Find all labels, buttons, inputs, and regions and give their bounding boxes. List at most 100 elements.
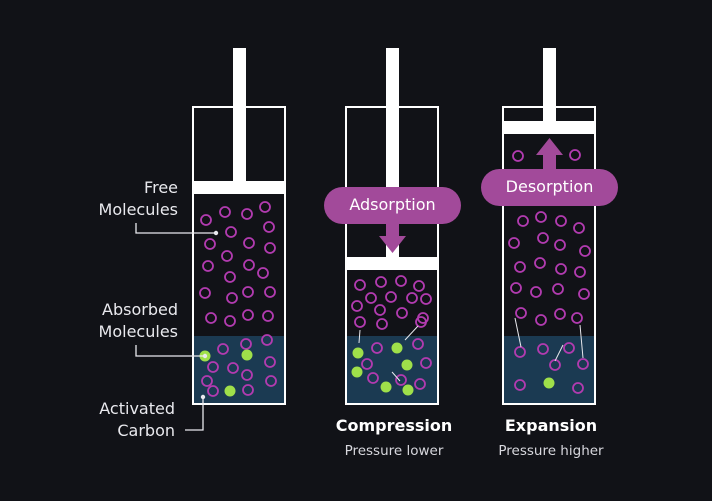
molecule	[578, 288, 590, 300]
piston-head	[193, 181, 286, 194]
adsorbed-molecules	[199, 334, 277, 397]
molecule	[563, 342, 575, 354]
arrow-up-icon	[536, 138, 563, 173]
molecule	[552, 283, 564, 295]
molecule	[534, 257, 546, 269]
adsorbed-molecule	[224, 385, 236, 397]
absorbed-molecules-leader	[135, 345, 205, 357]
molecule	[579, 245, 591, 257]
molecule	[361, 358, 373, 370]
piston-rod	[233, 48, 246, 181]
molecule	[555, 263, 567, 275]
molecule	[261, 334, 273, 346]
free-label-line2: Molecules	[98, 200, 178, 219]
molecule	[554, 239, 566, 251]
compression-title: Compression	[335, 416, 453, 435]
movement-arrow	[404, 325, 419, 341]
molecule	[510, 282, 522, 294]
molecule	[264, 356, 276, 368]
label-absorbed-molecules: Absorbed Molecules	[60, 299, 178, 343]
movement-arrow	[554, 344, 564, 362]
label-free-molecules: Free Molecules	[60, 177, 178, 221]
molecule	[242, 286, 254, 298]
movement-arrow	[358, 329, 361, 344]
movement-arrow	[514, 317, 522, 348]
adsorbed-molecule	[380, 381, 392, 393]
label-leaders	[135, 223, 219, 431]
movement-arrow	[579, 324, 584, 359]
molecule	[202, 260, 214, 272]
molecule	[240, 338, 252, 350]
molecule	[200, 214, 212, 226]
free-molecules-leader	[135, 223, 216, 234]
carbon-leader	[185, 397, 204, 431]
molecule	[415, 316, 427, 328]
movement-arrow	[391, 371, 401, 382]
molecule	[414, 378, 426, 390]
molecule	[367, 372, 379, 384]
molecule	[227, 362, 239, 374]
molecule	[219, 206, 231, 218]
adsorbed-molecule	[391, 342, 403, 354]
adsorbed-molecule	[241, 349, 253, 361]
molecule	[577, 358, 589, 370]
molecule	[264, 242, 276, 254]
free-molecules	[508, 149, 591, 326]
molecule	[242, 309, 254, 321]
molecule	[224, 271, 236, 283]
molecule	[265, 375, 277, 387]
piston-head	[503, 121, 596, 134]
molecule	[514, 346, 526, 358]
molecule	[535, 314, 547, 326]
adsorbed-molecule	[402, 384, 414, 396]
adsorption-pill	[324, 187, 461, 224]
molecule	[243, 237, 255, 249]
molecule	[376, 318, 388, 330]
molecule	[207, 385, 219, 397]
absorbed-label-line2: Molecules	[98, 322, 178, 341]
compression-subtitle: Pressure lower	[344, 443, 444, 459]
adsorbed-molecules	[351, 316, 432, 396]
absorbed-label-line1: Absorbed	[102, 300, 178, 319]
adsorbed-molecule	[352, 347, 364, 359]
molecule	[371, 342, 383, 354]
molecule	[395, 374, 407, 386]
molecule	[554, 308, 566, 320]
piston-head	[346, 257, 439, 270]
cylinder-compression	[324, 48, 461, 405]
carbon-label-line1: Activated	[99, 399, 175, 418]
molecule	[535, 211, 547, 223]
molecule	[199, 287, 211, 299]
molecule	[351, 300, 363, 312]
molecule	[226, 292, 238, 304]
molecule	[413, 280, 425, 292]
molecule	[201, 375, 213, 387]
molecule	[263, 221, 275, 233]
molecule	[573, 222, 585, 234]
molecule	[515, 307, 527, 319]
adsorbed-molecule	[401, 359, 413, 371]
carbon-label-line2: Carbon	[117, 421, 175, 440]
molecule	[420, 293, 432, 305]
molecule	[241, 369, 253, 381]
adsorption-label: Adsorption	[349, 195, 436, 214]
molecule	[569, 149, 581, 161]
molecule	[354, 316, 366, 328]
molecule	[374, 304, 386, 316]
molecule	[205, 312, 217, 324]
molecule	[555, 215, 567, 227]
molecule	[571, 312, 583, 324]
desorption-label: Desorption	[505, 177, 594, 196]
molecule	[217, 343, 229, 355]
cylinder-expansion	[481, 48, 618, 405]
expansion-subtitle: Pressure higher	[498, 443, 604, 459]
free-molecules	[199, 201, 276, 327]
molecule	[241, 208, 253, 220]
molecule	[406, 292, 418, 304]
molecule	[512, 150, 524, 162]
molecule	[242, 384, 254, 396]
molecule	[514, 261, 526, 273]
molecule	[259, 201, 271, 213]
